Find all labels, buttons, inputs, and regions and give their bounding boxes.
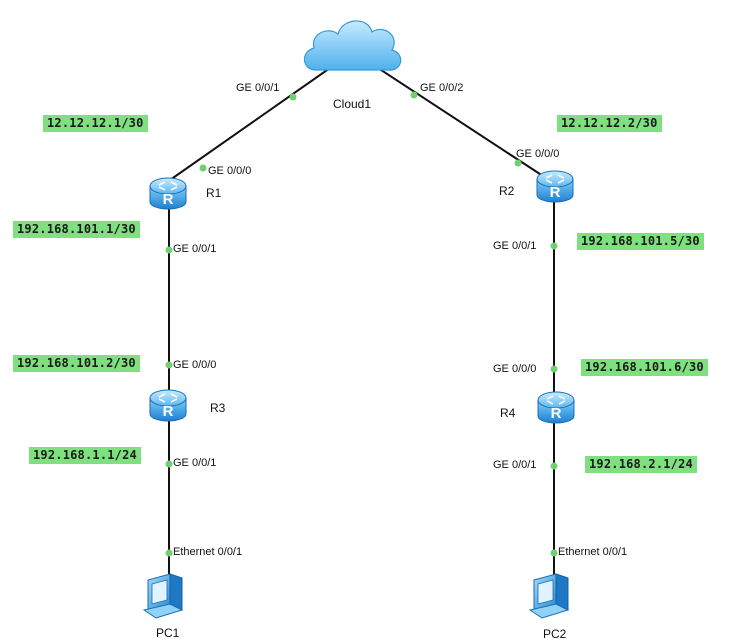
router-name-label: R4 xyxy=(500,406,516,420)
pc-name-label: PC2 xyxy=(543,627,567,641)
port-dot-r3-up xyxy=(165,361,173,369)
port-dot-r2-up xyxy=(514,159,522,167)
port-label: GE 0/0/1 xyxy=(493,459,537,471)
pc-name-label: PC1 xyxy=(156,626,180,640)
ip-address-label: 192.168.101.1/30 xyxy=(13,221,140,238)
ip-address-label: 192.168.101.5/30 xyxy=(577,233,704,250)
pc-icon[interactable] xyxy=(143,573,183,619)
ip-address-label: 192.168.2.1/24 xyxy=(585,456,697,473)
port-label: GE 0/0/1 xyxy=(236,82,280,94)
port-label: GE 0/0/1 xyxy=(173,243,217,255)
port-label: Ethernet 0/0/1 xyxy=(173,546,243,558)
ip-address-label: 12.12.12.2/30 xyxy=(557,115,662,132)
port-dot-r2-down xyxy=(550,242,558,250)
router-icon[interactable] xyxy=(537,391,575,424)
port-label: GE 0/0/0 xyxy=(516,148,560,160)
port-label: GE 0/0/2 xyxy=(420,82,464,94)
cloud-icon[interactable] xyxy=(303,20,402,71)
port-label: Ethernet 0/0/1 xyxy=(558,546,628,558)
router-name-label: R3 xyxy=(210,401,226,415)
port-dot-r4-up xyxy=(550,365,558,373)
cloud-name-label: Cloud1 xyxy=(333,97,372,111)
port-label: GE 0/0/0 xyxy=(208,165,252,177)
port-dot-cloud-right xyxy=(410,91,418,99)
port-dot-r1-up xyxy=(199,164,207,172)
port-label: GE 0/0/1 xyxy=(493,240,537,252)
port-dot-r1-down xyxy=(165,246,173,254)
port-label: GE 0/0/0 xyxy=(493,363,537,375)
port-label: GE 0/0/1 xyxy=(173,457,217,469)
port-dot-cloud-left xyxy=(289,93,297,101)
router-name-label: R2 xyxy=(499,184,515,198)
port-dot-pc2 xyxy=(550,549,558,557)
ip-address-label: 192.168.101.6/30 xyxy=(581,359,708,376)
router-name-label: R1 xyxy=(206,186,222,200)
port-dot-pc1 xyxy=(165,549,173,557)
link-cloud-r1 xyxy=(169,67,331,181)
pc-icon[interactable] xyxy=(529,573,569,619)
port-label: GE 0/0/0 xyxy=(173,359,217,371)
ip-address-label: 12.12.12.1/30 xyxy=(43,115,148,132)
ip-address-label: 192.168.1.1/24 xyxy=(29,447,141,464)
port-dot-r4-down xyxy=(550,462,558,470)
router-icon[interactable] xyxy=(149,389,187,422)
router-icon[interactable] xyxy=(149,177,187,210)
ip-address-label: 192.168.101.2/30 xyxy=(13,355,140,372)
port-dot-r3-down xyxy=(165,460,173,468)
router-icon[interactable] xyxy=(536,170,574,203)
